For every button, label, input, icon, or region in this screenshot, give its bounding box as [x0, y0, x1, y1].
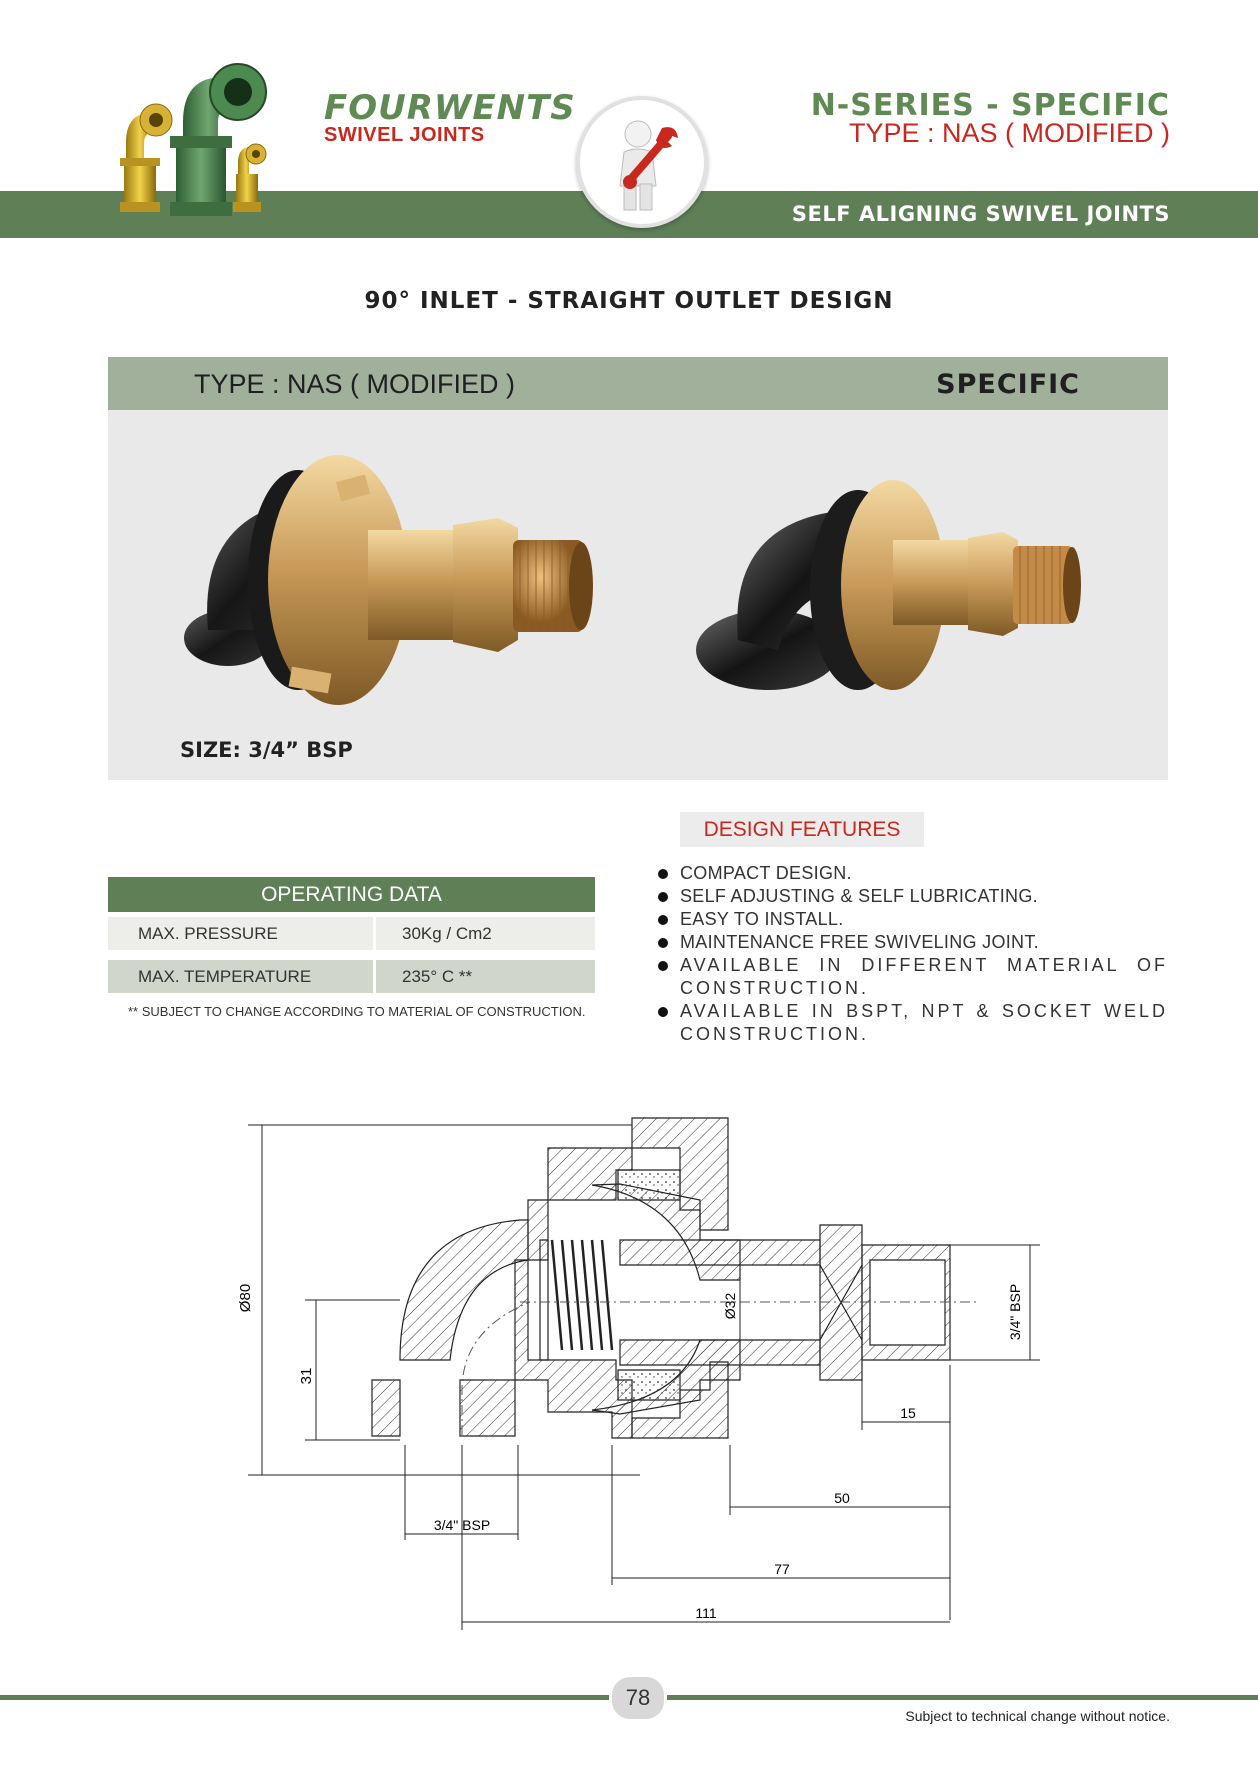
product-image-area: SIZE: 3/4” BSP: [108, 410, 1168, 780]
band-title: SELF ALIGNING SWIVEL JOINTS: [791, 202, 1170, 226]
operating-data-note: ** SUBJECT TO CHANGE ACCORDING TO MATERI…: [128, 1004, 586, 1019]
dim-dia-80: Ø80: [237, 1284, 254, 1312]
max-pressure-label: MAX. PRESSURE: [108, 917, 373, 950]
page-number: 78: [609, 1674, 667, 1722]
dim-50: 50: [834, 1490, 850, 1506]
product-header: TYPE : NAS ( MODIFIED ) SPECIFIC: [108, 357, 1168, 410]
product-type: TYPE : NAS ( MODIFIED ): [194, 369, 516, 399]
dim-inlet-bsp: 3/4" BSP: [434, 1517, 490, 1533]
dim-outlet-bsp: 3/4" BSP: [1007, 1284, 1023, 1340]
dim-31: 31: [298, 1368, 315, 1385]
feature-item: AVAILABLE IN BSPT, NPT & SOCKET WELD CON…: [656, 1000, 1168, 1046]
feature-item: AVAILABLE IN DIFFERENT MATERIAL OF CONST…: [656, 954, 1168, 1000]
feature-item: SELF ADJUSTING & SELF LUBRICATING.: [656, 885, 1168, 908]
series-title: N-SERIES - SPECIFIC: [810, 88, 1170, 123]
feature-item: EASY TO INSTALL.: [656, 908, 1168, 931]
center-lines: [461, 1301, 980, 1435]
mascot-badge: [576, 96, 708, 228]
section-view: [371, 1117, 951, 1439]
feature-item: MAINTENANCE FREE SWIVELING JOINT.: [656, 931, 1168, 954]
dimensions: [248, 1124, 1040, 1630]
series-type: TYPE : NAS ( MODIFIED ): [848, 118, 1170, 148]
design-features-title: DESIGN FEATURES: [680, 812, 924, 847]
feature-item: COMPACT DESIGN.: [656, 862, 1168, 885]
brand-subtitle: SWIVEL JOINTS: [324, 124, 485, 146]
design-heading: 90° INLET - STRAIGHT OUTLET DESIGN: [364, 288, 894, 314]
technical-drawing: Ø80 31 Ø32 3/4" BSP 15 50 77 111 3/4" BS…: [237, 1117, 1040, 1630]
mechanic-wrench-icon: [619, 120, 678, 211]
dim-77: 77: [774, 1561, 790, 1577]
product-image-front: [184, 455, 593, 705]
brand-name: FOURWENTS: [324, 88, 576, 128]
design-features-list: COMPACT DESIGN. SELF ADJUSTING & SELF LU…: [656, 862, 1168, 1046]
max-temperature-value: 235° C **: [376, 960, 595, 993]
product-image-side: [696, 480, 1081, 690]
dim-111: 111: [695, 1605, 716, 1621]
product-category: SPECIFIC: [936, 369, 1080, 400]
max-pressure-value: 30Kg / Cm2: [376, 917, 595, 950]
swivel-joints-logo-image: [120, 63, 267, 216]
size-label: SIZE: 3/4” BSP: [180, 738, 353, 762]
dim-dia-32: Ø32: [722, 1293, 738, 1320]
dim-15: 15: [900, 1405, 916, 1421]
footer-note: Subject to technical change without noti…: [905, 1708, 1170, 1724]
operating-data-title: OPERATING DATA: [108, 877, 595, 912]
max-temperature-label: MAX. TEMPERATURE: [108, 960, 373, 993]
